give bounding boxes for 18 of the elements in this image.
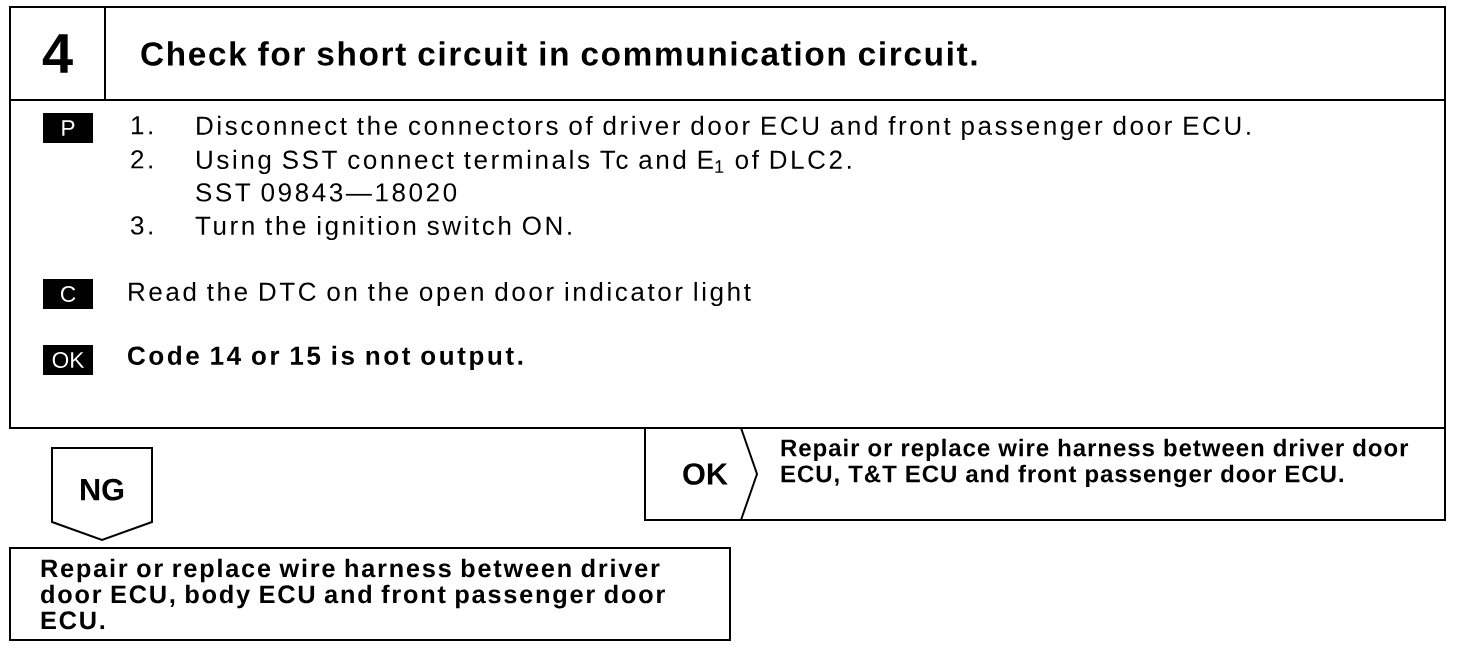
tool-number: SST 09843—18020 <box>196 183 457 202</box>
result-text: Repair or replace wire harness between driver door ECU, T&T ECU and front passenger door ECU. <box>781 438 1409 488</box>
step-text: Turn the ignition switch ON. <box>195 215 571 241</box>
result-box: Repair or replace wire harness between driver door ECU, body ECU and front passenger door ECU. <box>9 547 731 641</box>
list-number: 3. <box>131 216 152 235</box>
step-number: 4 <box>42 34 73 73</box>
step-text: Disconnect the connectors of driver door ECU and front passenger door ECU. <box>197 115 1250 141</box>
letter-badge: OK <box>43 345 93 375</box>
criterion-text: Code 14 or 15 is not output. <box>128 345 523 371</box>
step-text: Using SST connect terminals Tc and E$_{1}$ of DLC2. <box>197 149 851 175</box>
step-title: Check for short circuit in communication circuit. <box>141 41 977 66</box>
instruction-text: Read the DTC on the open door indicator light <box>129 281 751 307</box>
letter-badge: P <box>43 113 93 143</box>
list-number: 2. <box>131 150 152 169</box>
branch-label: OK <box>683 463 728 485</box>
arrow-tab: NG <box>51 447 153 542</box>
list-number: 1. <box>132 116 152 135</box>
letter-badge: C <box>43 279 93 309</box>
